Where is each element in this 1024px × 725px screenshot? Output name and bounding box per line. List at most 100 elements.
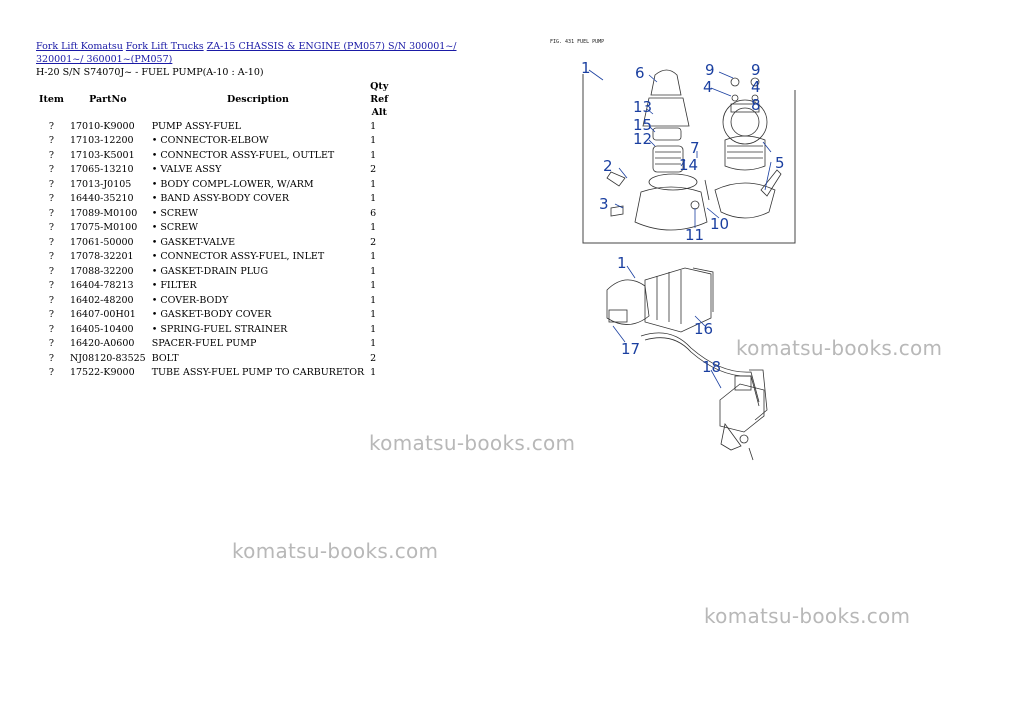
cell-description: • SCREW bbox=[151, 207, 198, 219]
callout-number: 18 bbox=[702, 358, 721, 376]
cell-description: PUMP ASSY-FUEL bbox=[151, 120, 242, 132]
table-row: ? 17103-K5001 • CONNECTOR ASSY-FUEL, OUTLE… bbox=[36, 148, 388, 163]
cell-qty: 1 bbox=[370, 193, 377, 205]
cell-item: ? bbox=[48, 280, 55, 292]
cell-item: ? bbox=[48, 135, 55, 147]
cell-qty: 1 bbox=[370, 120, 377, 132]
cell-qty: 2 bbox=[370, 352, 377, 364]
callout-number: 1 bbox=[581, 59, 591, 77]
cell-partno: 17061-50000 bbox=[69, 236, 134, 248]
breadcrumb: Fork Lift Komatsu Fork Lift Trucks ZA-15… bbox=[36, 40, 466, 66]
breadcrumb-link-category[interactable]: Fork Lift Trucks bbox=[125, 41, 204, 52]
table-row: ? 17061-50000 • GASKET-VALVE 2 bbox=[36, 235, 388, 250]
cell-partno: 16440-35210 bbox=[69, 193, 134, 205]
callout-number: 4 bbox=[751, 78, 761, 96]
cell-description: • CONNECTOR ASSY-FUEL, INLET bbox=[151, 251, 325, 263]
callout-number: 5 bbox=[775, 154, 785, 172]
cell-item: ? bbox=[48, 367, 55, 379]
breadcrumb-link-model[interactable]: ZA-15 CHASSIS & ENGINE (PM057) S/N 30000… bbox=[36, 41, 457, 65]
cell-description: • FILTER bbox=[151, 280, 197, 292]
callout-number: 8 bbox=[751, 96, 761, 114]
cell-description: TUBE ASSY-FUEL PUMP TO CARBURETOR bbox=[151, 367, 365, 379]
watermark: komatsu-books.com bbox=[369, 431, 576, 455]
table-row: ? 17078-32201 • CONNECTOR ASSY-FUEL, INLET… bbox=[36, 250, 388, 265]
cell-qty: 1 bbox=[370, 280, 377, 292]
cell-qty: 1 bbox=[370, 222, 377, 234]
cell-qty: 1 bbox=[370, 294, 377, 306]
table-header-row: Item PartNo Description Qty Ref Alt bbox=[36, 80, 388, 119]
cell-item: ? bbox=[48, 309, 55, 321]
cell-qty: 2 bbox=[370, 236, 377, 248]
cell-partno: 17075-M0100 bbox=[69, 222, 138, 234]
cell-partno: 16420-A0600 bbox=[69, 338, 135, 350]
section-title: H-20 S/N S74070J~ - FUEL PUMP(A-10 : A-1… bbox=[36, 67, 264, 78]
callout-number: 16 bbox=[694, 320, 713, 338]
callout-number: 11 bbox=[685, 226, 704, 244]
parts-table: Item PartNo Description Qty Ref Alt ?170… bbox=[36, 80, 388, 380]
fuel-pump-diagram: FIG. 431 FUEL PUMP bbox=[550, 39, 796, 461]
header-qty: Qty Ref Alt bbox=[370, 81, 389, 118]
cell-qty: 1 bbox=[370, 149, 377, 161]
cell-description: • BODY COMPL-LOWER, W/ARM bbox=[151, 178, 314, 190]
callout-number: 10 bbox=[710, 215, 729, 233]
cell-item: ? bbox=[48, 323, 55, 335]
cell-description: BOLT bbox=[151, 352, 179, 364]
callout-number: 9 bbox=[705, 61, 715, 79]
cell-description: SPACER-FUEL PUMP bbox=[151, 338, 257, 350]
cell-item: ? bbox=[48, 207, 55, 219]
diagram-caption: FIG. 431 FUEL PUMP bbox=[550, 39, 604, 45]
callout-number: 3 bbox=[599, 195, 609, 213]
breadcrumb-link-brand[interactable]: Fork Lift Komatsu bbox=[36, 41, 123, 52]
watermark: komatsu-books.com bbox=[232, 539, 439, 563]
cell-item: ? bbox=[48, 193, 55, 205]
cell-partno: 17103-K5001 bbox=[69, 149, 135, 161]
callout-number: 6 bbox=[635, 64, 645, 82]
cell-description: • CONNECTOR-ELBOW bbox=[151, 135, 269, 147]
cell-item: ? bbox=[48, 352, 55, 364]
cell-partno: NJ08120-83525 bbox=[69, 352, 146, 364]
cell-partno: 17078-32201 bbox=[69, 251, 134, 263]
cell-partno: 16407-00H01 bbox=[69, 309, 136, 321]
cell-item: ? bbox=[48, 178, 55, 190]
cell-item: ? bbox=[48, 149, 55, 161]
cell-partno: 17088-32200 bbox=[69, 265, 134, 277]
table-row: ? NJ08120-83525 BOLT 2 bbox=[36, 351, 388, 366]
parts-list-panel: Fork Lift Komatsu Fork Lift Trucks ZA-15… bbox=[36, 40, 466, 380]
watermark: komatsu-books.com bbox=[704, 604, 911, 628]
cell-item: ? bbox=[48, 251, 55, 263]
cell-item: ? bbox=[48, 164, 55, 176]
cell-description: • SCREW bbox=[151, 222, 198, 234]
cell-description: • GASKET-VALVE bbox=[151, 236, 236, 248]
cell-description: • VALVE ASSY bbox=[151, 164, 222, 176]
cell-item: ? bbox=[48, 265, 55, 277]
cell-partno: 16404-78213 bbox=[69, 280, 134, 292]
cell-description: • CONNECTOR ASSY-FUEL, OUTLET bbox=[151, 149, 335, 161]
cell-item: ? bbox=[48, 222, 55, 234]
callout-number: 14 bbox=[679, 156, 698, 174]
cell-description: • GASKET-BODY COVER bbox=[151, 309, 272, 321]
cell-partno: 17065-13210 bbox=[69, 164, 134, 176]
cell-qty: 6 bbox=[370, 207, 377, 219]
callout-number: 4 bbox=[703, 78, 713, 96]
callout-number: 9 bbox=[751, 61, 761, 79]
table-row: ? 16440-35210 • BAND ASSY-BODY COVER 1 bbox=[36, 192, 388, 207]
cell-description: • BAND ASSY-BODY COVER bbox=[151, 193, 289, 205]
cell-qty: 1 bbox=[370, 135, 377, 147]
cell-partno: 16405-10400 bbox=[69, 323, 134, 335]
header-partno: PartNo bbox=[89, 94, 127, 105]
callout-number: 17 bbox=[621, 340, 640, 358]
table-row: ? 16404-78213 • FILTER 1 bbox=[36, 279, 388, 294]
cell-qty: 1 bbox=[370, 309, 377, 321]
cell-item: ? bbox=[48, 338, 55, 350]
cell-item: ? bbox=[48, 236, 55, 248]
cell-description: • COVER-BODY bbox=[151, 294, 229, 306]
table-row: ? 17075-M0100 • SCREW 1 bbox=[36, 221, 388, 236]
callout-number: 12 bbox=[633, 130, 652, 148]
